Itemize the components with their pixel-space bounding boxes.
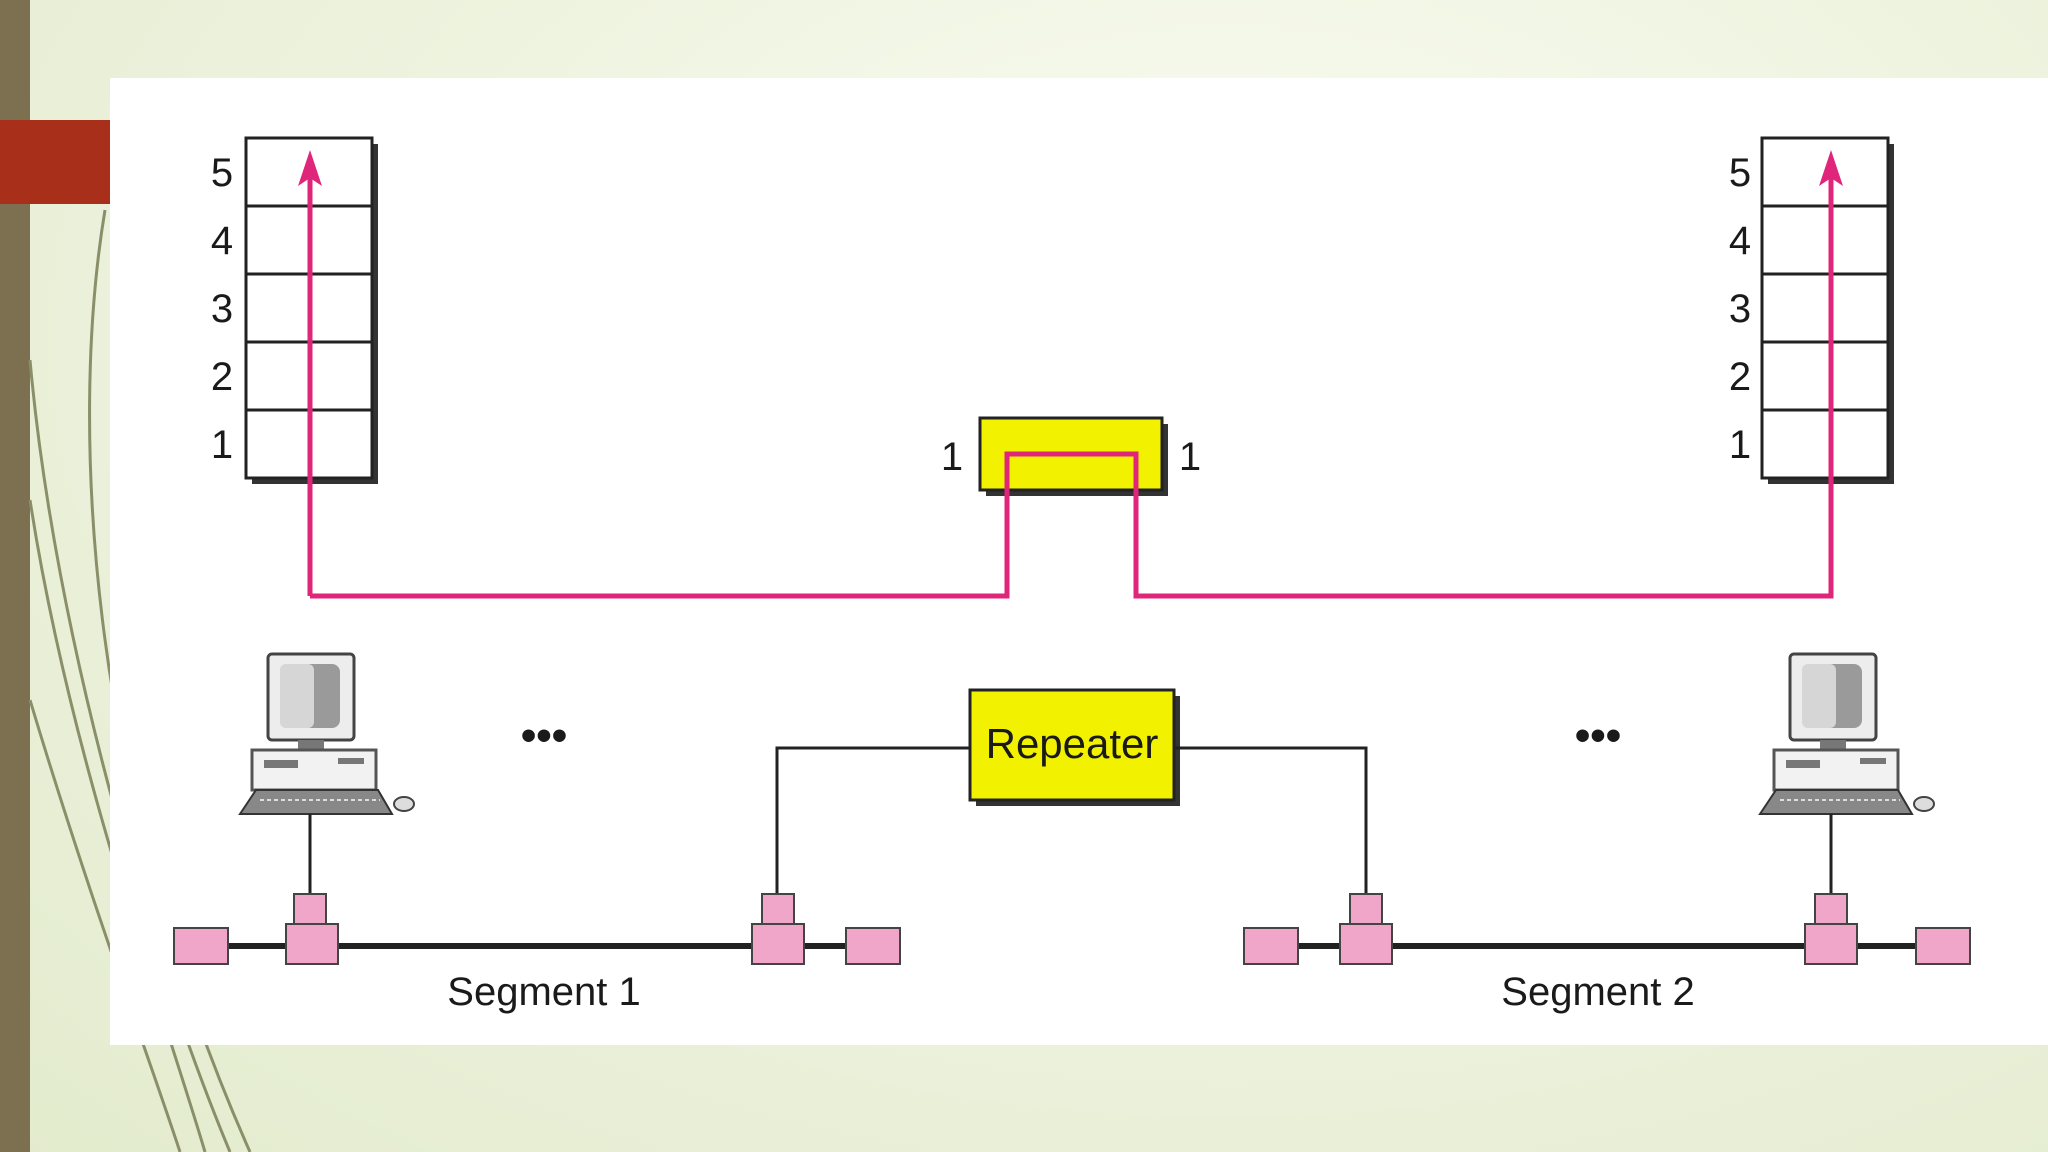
repeater-left-cable: [775, 746, 970, 894]
right-computer-icon: [1758, 652, 1935, 815]
segment-1-tap-repeater: [761, 893, 795, 925]
right-layer-1-label: 1: [1729, 423, 1751, 467]
repeater-device: Repeater: [968, 688, 1180, 806]
segment-2-connectors: [1243, 893, 1971, 965]
segment-1-label: Segment 1: [447, 970, 640, 1014]
repeater-figure: 5 4 3 2 1 5 4 3 2 1 1 1: [110, 78, 2048, 1045]
repeater-right-cable: [1174, 746, 1368, 894]
left-layer-stack: 5 4 3 2 1: [211, 136, 378, 484]
segment-2-tap-repeater: [1349, 893, 1383, 925]
left-computer-icon: [238, 652, 415, 815]
right-layer-4-label: 4: [1729, 219, 1751, 263]
repeater-layer-left-label: 1: [941, 435, 963, 479]
segment-1-tee-repeater: [751, 923, 805, 965]
segment-2-label: Segment 2: [1501, 970, 1694, 1014]
right-more-hosts-ellipsis: •••: [1575, 711, 1621, 760]
signal-path: [307, 168, 1834, 599]
segment-1-tap-host: [293, 893, 327, 925]
title-accent-tab: [0, 120, 112, 204]
repeater-layer-box: 1 1: [941, 416, 1201, 496]
segment-2-tee-host: [1804, 923, 1858, 965]
left-more-hosts-ellipsis: •••: [521, 711, 567, 760]
segment-1-terminator-left: [173, 927, 229, 965]
left-arrow-head: [298, 150, 322, 186]
left-layer-4-label: 4: [211, 219, 233, 263]
left-layer-2-label: 2: [211, 355, 233, 399]
left-layer-3-label: 3: [211, 287, 233, 331]
segment-1-terminator-right: [845, 927, 901, 965]
repeater-label: Repeater: [986, 720, 1159, 767]
segment-2-tap-host: [1814, 893, 1848, 925]
segment-2-terminator-left: [1243, 927, 1299, 965]
segment-2-terminator-right: [1915, 927, 1971, 965]
right-layer-2-label: 2: [1729, 355, 1751, 399]
right-layer-5-label: 5: [1729, 151, 1751, 195]
left-layer-5-label: 5: [211, 151, 233, 195]
right-arrow-head: [1819, 150, 1843, 186]
segment-1-connectors: [173, 893, 901, 965]
right-layer-stack: 5 4 3 2 1: [1729, 136, 1894, 484]
segment-2-tee-repeater: [1339, 923, 1393, 965]
right-layer-3-label: 3: [1729, 287, 1751, 331]
repeater-layer-right-label: 1: [1179, 435, 1201, 479]
segment-1-tee-host: [285, 923, 339, 965]
repeater-diagram: 5 4 3 2 1 5 4 3 2 1 1 1: [173, 136, 1971, 1014]
left-layer-1-label: 1: [211, 423, 233, 467]
